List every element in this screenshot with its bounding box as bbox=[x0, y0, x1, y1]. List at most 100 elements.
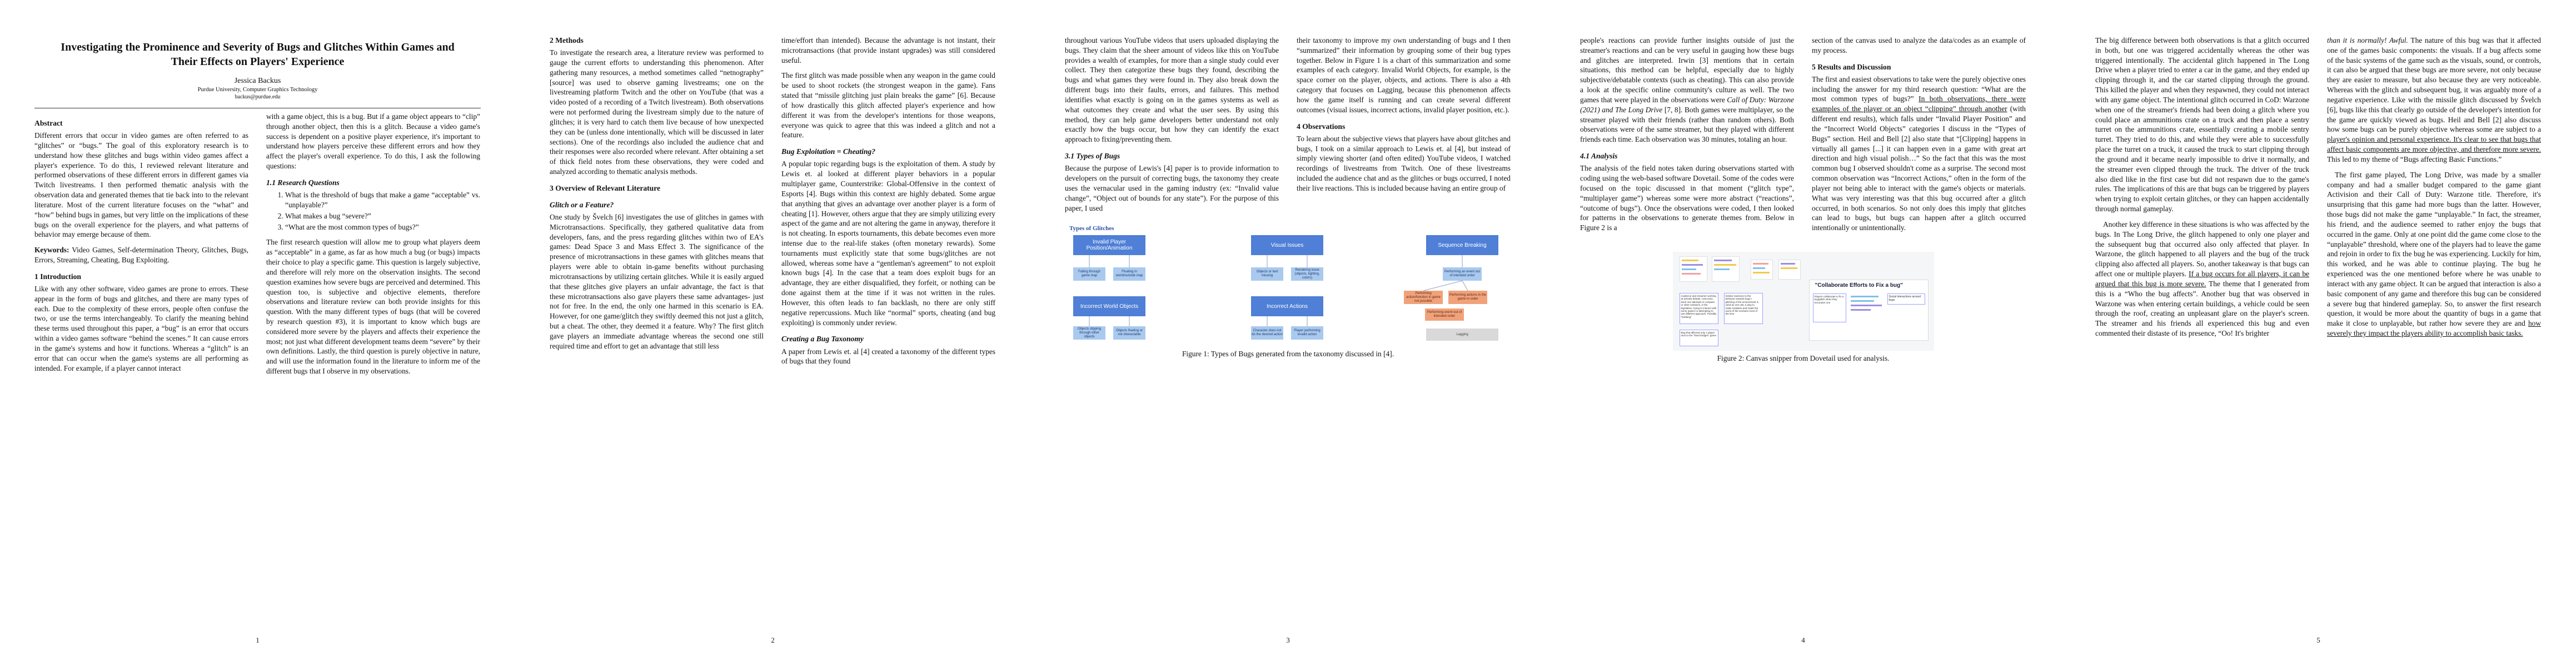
column-right: section of the canvas used to analyze th… bbox=[1812, 36, 2026, 238]
node-sub: Falling through game map bbox=[1073, 267, 1105, 281]
author-name: Jessica Backus bbox=[234, 77, 281, 85]
node-visual-issues: Visual Issues bbox=[1251, 235, 1323, 256]
canvas-side-label: Social interactions around bugs bbox=[1887, 293, 1925, 305]
node-sub: Objects or text missing bbox=[1251, 267, 1283, 281]
methods-heading: 2 Methods bbox=[550, 36, 584, 44]
who-affected-b: The theme that I generated from this is … bbox=[2095, 279, 2309, 338]
canvas-note: Similar reactions to the behavior toward… bbox=[1723, 292, 1763, 324]
canvas-note: Players collaborate to fix a bug/glitch … bbox=[1812, 293, 1846, 322]
node-sequence-breaking: Sequence Breaking bbox=[1426, 235, 1498, 256]
node-sub: Player performing invalid action bbox=[1291, 326, 1323, 340]
results-underlined: In both observations, there were example… bbox=[1812, 94, 2026, 113]
paper-title: Investigating the Prominence and Severit… bbox=[61, 41, 455, 68]
analysis-heading: 4.1 Analysis bbox=[1580, 152, 1618, 161]
basic-functions-b: This led to my theme of “Bugs affecting … bbox=[2327, 155, 2502, 163]
node-incorrect-actions: Incorrect Actions bbox=[1251, 296, 1323, 317]
keywords: Keywords: Video Games, Self-determinatio… bbox=[34, 245, 248, 265]
page-4: people's reactions can provide further i… bbox=[1546, 0, 2061, 667]
column-left: throughout various YouTube videos that u… bbox=[1065, 36, 1279, 218]
column-left: people's reactions can provide further i… bbox=[1580, 36, 1794, 238]
taxonomy-continued: throughout various YouTube videos that u… bbox=[1065, 36, 1279, 144]
exploitation-heading: Bug Exploitation = Cheating? bbox=[781, 147, 876, 156]
basic-functions-text: than it is normally! Awful. The nature o… bbox=[2327, 36, 2541, 165]
research-question: What makes a bug “severe?” bbox=[285, 211, 480, 221]
research-question: “What are the most common types of bugs?… bbox=[285, 222, 480, 232]
column-right: time/effort than intended). Because the … bbox=[781, 36, 995, 372]
figure-2-caption: Figure 2: Canvas snipper from Dovetail u… bbox=[1717, 354, 1890, 362]
abstract-text: Different errors that occur in video gam… bbox=[34, 131, 248, 239]
node-sub: Rendering issue (objects, lighting, colo… bbox=[1291, 267, 1323, 281]
node-lagging: Lagging bbox=[1426, 328, 1498, 341]
taxonomy-text: A paper from Lewis et. al [4] created a … bbox=[781, 347, 995, 366]
analysis-text: The analysis of the field notes taken du… bbox=[1580, 164, 1794, 232]
methods-text: To investigate the research area, a lite… bbox=[550, 48, 764, 176]
obs-text-b: [7, 8]. Both games were multiplayer, so … bbox=[1580, 105, 1794, 144]
page-number: 1 bbox=[256, 636, 260, 644]
keywords-text: Video Games, Self-determination Theory, … bbox=[34, 246, 249, 265]
glitch-feature-text: One study by Švelch [6] investigates the… bbox=[550, 213, 764, 350]
page-2: 2 Methods To investigate the research ar… bbox=[515, 0, 1030, 667]
page-number: 4 bbox=[1801, 636, 1805, 644]
keywords-label: Keywords: bbox=[34, 246, 69, 255]
taxonomy-heading: Creating a Bug Taxonomy bbox=[781, 335, 864, 344]
canvas-note: Bug that affected only 1 player next to … bbox=[1679, 329, 1718, 346]
author-affiliation: Purdue University, Computer Graphics Tec… bbox=[197, 87, 318, 93]
results-text: The first and easiest observations to ta… bbox=[1812, 74, 2026, 233]
who-affected-text: Another key difference in these situatio… bbox=[2095, 220, 2309, 339]
node-invalid-player-position: Invalid Player Position/Animation bbox=[1073, 235, 1145, 256]
glitch-continued: time/effort than intended). Because the … bbox=[781, 36, 995, 64]
playability-text: The first game played, The Long Drive, w… bbox=[2327, 170, 2541, 339]
collaborate-title: "Collaborate Efforts to Fix a bug" bbox=[1815, 282, 1903, 288]
node-sub: Objects clipping through other objects bbox=[1073, 326, 1105, 340]
node-sub: Objects floating or not interactable bbox=[1113, 326, 1145, 340]
column-left: 2 Methods To investigate the research ar… bbox=[550, 36, 764, 372]
overview-heading: 3 Overview of Relevant Literature bbox=[550, 183, 661, 192]
page-number: 3 bbox=[1286, 636, 1290, 644]
basic-functions-underlined: player's opinion and personal experience… bbox=[2327, 135, 2541, 154]
observations-heading: 4 Observations bbox=[1297, 122, 1346, 131]
page-1: Investigating the Prominence and Severit… bbox=[0, 0, 515, 667]
quote-italic: than it is normally! Awful. bbox=[2327, 36, 2408, 44]
page-5: The big difference between both observat… bbox=[2061, 0, 2576, 667]
results-difference: The big difference between both observat… bbox=[2095, 36, 2309, 213]
node-orange: Performing actions in the game in order bbox=[1448, 291, 1487, 305]
column-left: Abstract Different errors that occur in … bbox=[34, 112, 248, 382]
node-sub: Performing an event out of intended orde… bbox=[1443, 267, 1482, 281]
observations-text: To learn about the subjective views that… bbox=[1297, 134, 1511, 192]
research-questions-list: What is the threshold of bugs that make … bbox=[266, 190, 480, 232]
intro-heading: 1 Introduction bbox=[34, 272, 81, 281]
abstract-heading: Abstract bbox=[34, 119, 63, 127]
exploitation-text: A popular topic regarding bugs is the ex… bbox=[781, 160, 995, 327]
column-right: their taxonomy to improve my own underst… bbox=[1297, 36, 1511, 218]
results-b: (with different end results), which fall… bbox=[1812, 104, 2026, 232]
column-right: with a game object, this is a bug. But i… bbox=[266, 112, 480, 382]
node-sub: Floating in world/outside map bbox=[1113, 267, 1145, 281]
node-orange: Performing action/function in game not p… bbox=[1404, 291, 1443, 305]
figure-1-label: Types of Glitches bbox=[1069, 225, 1114, 232]
column-right: than it is normally! Awful. The nature o… bbox=[2327, 36, 2541, 344]
basic-functions-a: The nature of this bug was that it affec… bbox=[2327, 36, 2541, 134]
canvas-note: Audience and streamer working at activel… bbox=[1679, 292, 1718, 324]
analysis-continued: section of the canvas used to analyze th… bbox=[1812, 36, 2026, 54]
figure-1-connectors bbox=[1089, 255, 1468, 327]
results-a: The first and easiest observations to ta… bbox=[1812, 74, 2026, 103]
page-number: 5 bbox=[2316, 636, 2320, 644]
node-sub: Character does not do the desired action bbox=[1251, 326, 1283, 340]
results-heading: 5 Results and Discussion bbox=[1812, 62, 1891, 71]
types-heading: 3.1 Types of Bugs bbox=[1065, 152, 1120, 161]
glitch-feature-heading: Glitch or a Feature? bbox=[550, 200, 614, 209]
who-affected-underlined: If a bug occurs for all players, it can … bbox=[2095, 270, 2310, 288]
summary-text: their taxonomy to improve my own underst… bbox=[1297, 36, 1511, 114]
playability-underlined: how severely they impact the players abi… bbox=[2327, 319, 2541, 338]
research-question: What is the threshold of bugs that make … bbox=[285, 190, 480, 210]
figure-1-caption: Figure 1: Types of Bugs generated from t… bbox=[1182, 350, 1394, 359]
page-number: 2 bbox=[771, 636, 775, 644]
missile-glitch-text: The first glitch was made possible when … bbox=[781, 71, 995, 140]
node-incorrect-world-objects: Incorrect World Objects bbox=[1073, 296, 1145, 317]
types-text: Because the purpose of Lewis's [4] paper… bbox=[1065, 164, 1279, 212]
node-orange: Performing event out of intended order bbox=[1425, 308, 1464, 321]
rq-discussion: The first research question will allow m… bbox=[266, 238, 480, 376]
obs-text-a: people's reactions can provide further i… bbox=[1580, 36, 1794, 104]
who-affected-a: Another key difference in these situatio… bbox=[2095, 220, 2309, 278]
author-email: backus@purdue.edu bbox=[235, 94, 281, 100]
